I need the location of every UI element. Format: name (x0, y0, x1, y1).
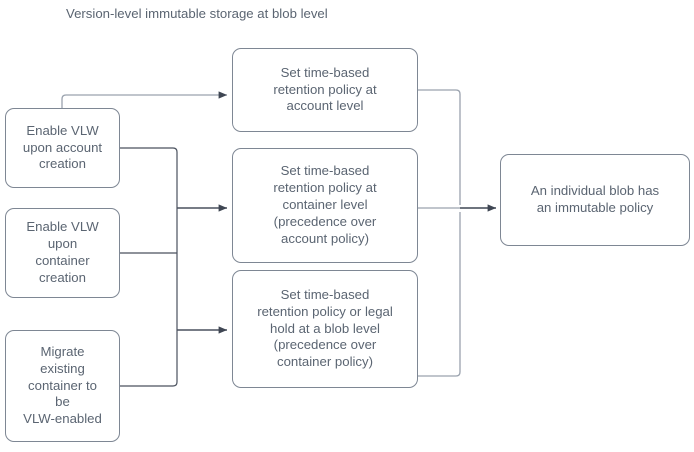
node-set-retention-policy-container-level[interactable]: Set time-based retention policy at conta… (232, 148, 418, 263)
node-label: Set time-based retention policy or legal… (257, 286, 393, 370)
node-set-retention-policy-account-level[interactable]: Set time-based retention policy at accou… (232, 48, 418, 132)
node-set-retention-policy-blob-level[interactable]: Set time-based retention policy or legal… (232, 270, 418, 388)
edge-account-policy-to-merge (418, 89, 461, 205)
node-label: An individual blob has an immutable poli… (530, 183, 660, 215)
edge-blob-policy-to-merge (418, 212, 461, 377)
node-label: Set time-based retention policy at accou… (273, 64, 377, 114)
node-enable-vlw-upon-account-creation[interactable]: Enable VLW upon account creation (5, 108, 120, 188)
edge-enable-account-to-account-policy (61, 91, 228, 108)
edge-spine-lower (120, 253, 178, 387)
edge-enable-account-to-spine (120, 147, 178, 205)
node-label: Enable VLW upon container creation (26, 219, 99, 285)
diagram-title: Version-level immutable storage at blob … (66, 6, 328, 21)
node-label: Migrate existing container to be VLW-ena… (23, 343, 102, 427)
node-individual-blob-immutable-policy[interactable]: An individual blob has an immutable poli… (500, 154, 690, 246)
node-label: Set time-based retention policy at conta… (273, 163, 377, 246)
node-label: Enable VLW upon account creation (22, 122, 103, 172)
node-migrate-existing-container[interactable]: Migrate existing container to be VLW-ena… (5, 330, 120, 442)
node-enable-vlw-upon-container-creation[interactable]: Enable VLW upon container creation (5, 208, 120, 298)
